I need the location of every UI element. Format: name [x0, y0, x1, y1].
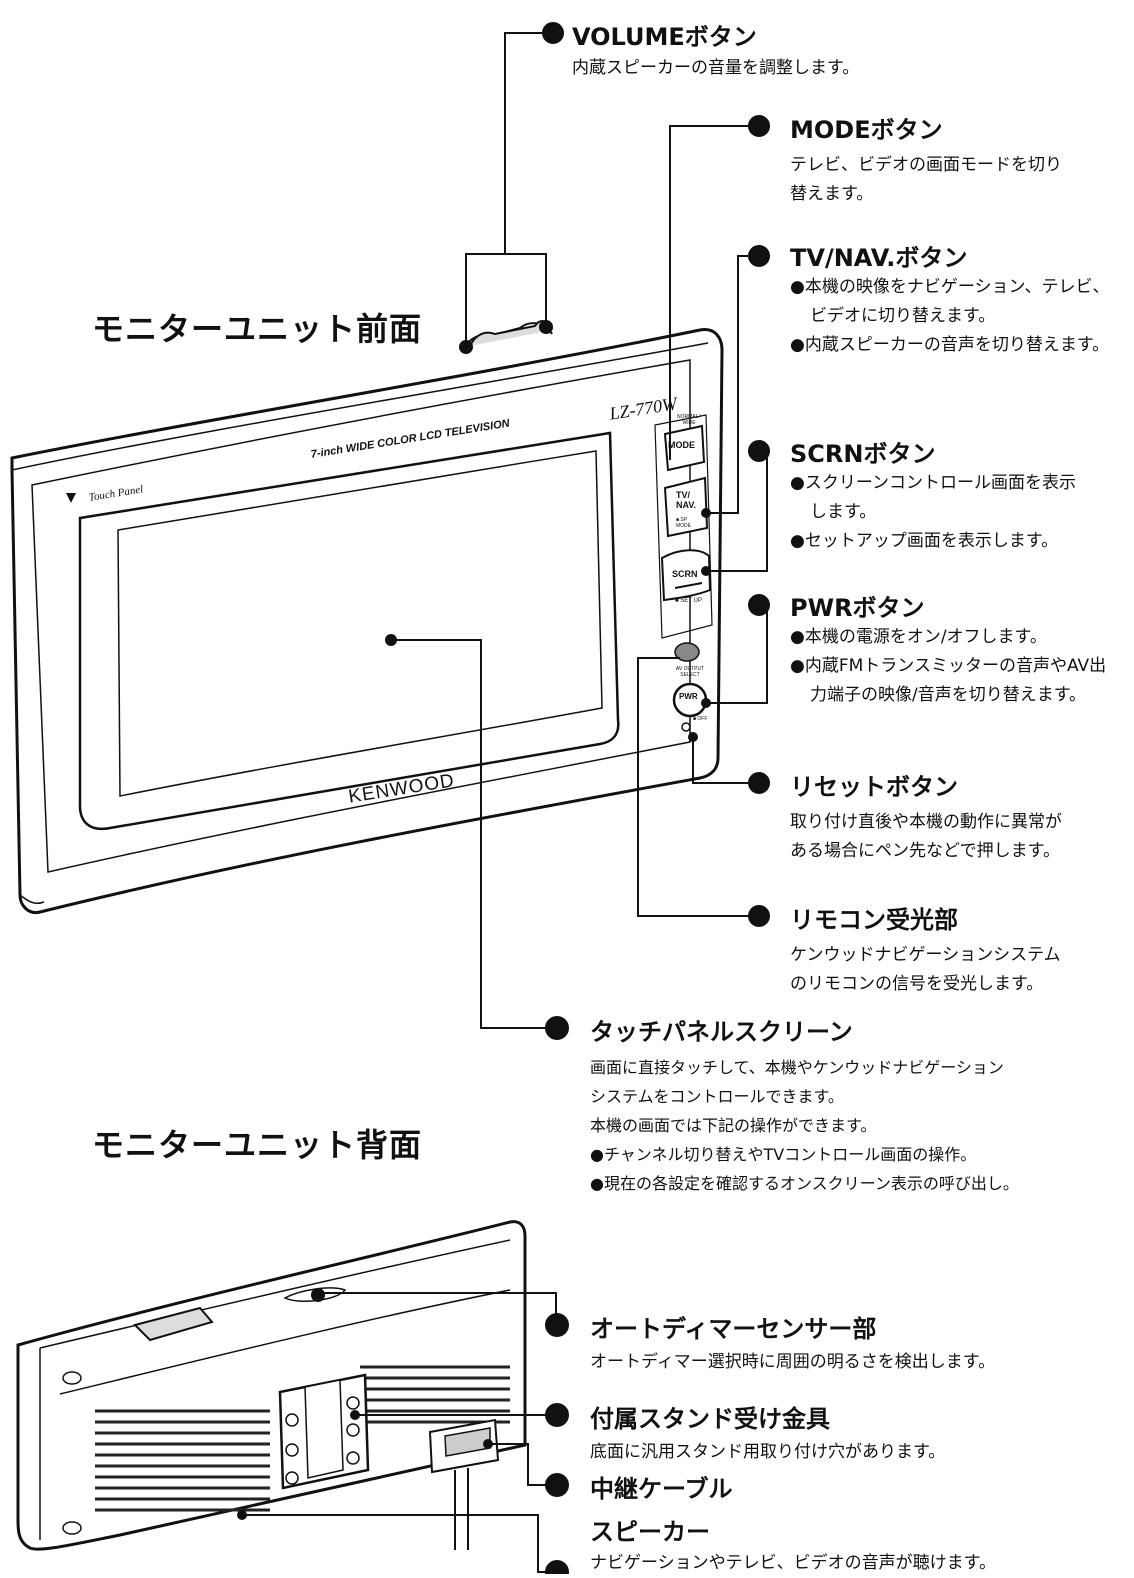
reset-desc-line: 取り付け直後や本機の動作に異常が	[790, 812, 1062, 832]
scrn-sub-label: ■ SET UP	[675, 598, 702, 604]
touch-desc-line: システムをコントロールできます。	[590, 1087, 844, 1106]
mode-button[interactable]: MODE	[668, 440, 695, 450]
bracket-desc-line: 底面に汎用スタンド用取り付け穴があります。	[590, 1442, 946, 1462]
scrn-bullet: ●セットアップ画面を表示します。	[790, 531, 1059, 551]
reset-callout: リセットボタン 取り付け直後や本機の動作に異常が ある場合にペン先などで押します…	[790, 767, 1062, 866]
pwr-button[interactable]: PWR	[679, 692, 698, 701]
dimmer-callout: オートディマーセンサー部 オートディマー選択時に周囲の明るさを検出します。	[590, 1309, 995, 1377]
mode-desc-line: テレビ、ビデオの画面モードを切り	[790, 155, 1062, 175]
remote-desc-line: ケンウッドナビゲーションシステム	[790, 945, 1061, 965]
reset-desc-line: ある場合にペン先などで押します。	[790, 841, 1060, 861]
pwr-title: PWRボタン	[790, 594, 925, 622]
speaker-desc-line: ナビゲーションやテレビ、ビデオの音声が聴けます。	[590, 1553, 996, 1573]
pwr-bullet: ●本機の電源をオン/オフします。	[790, 627, 1047, 647]
mode-callout: MODEボタン テレビ、ビデオの画面モードを切り 替えます。	[790, 110, 1062, 209]
touch-desc-line: 画面に直接タッチして、本機やケンウッドナビゲーション	[590, 1058, 1004, 1077]
touch-callout: タッチパネルスクリーン 画面に直接タッチして、本機やケンウッドナビゲーション シ…	[590, 1012, 1019, 1198]
tvnav-title: TV/NAV.ボタン	[790, 244, 968, 272]
scrn-button[interactable]: SCRN	[672, 569, 698, 579]
touch-desc-line: ●現在の各設定を確認するオンスクリーン表示の呼び出し。	[590, 1174, 1019, 1193]
volume-callout: VOLUMEボタン 内蔵スピーカーの音量を調整します。	[572, 17, 859, 83]
front-callout-lines	[385, 22, 770, 1040]
bracket-callout: 付属スタンド受け金具 底面に汎用スタンド用取り付け穴があります。	[590, 1399, 945, 1467]
pwr-callout: PWRボタン ●本機の電源をオン/オフします。 ●内蔵FMトランスミッターの音声…	[790, 588, 1120, 710]
cable-title: 中継ケーブル	[590, 1475, 733, 1503]
volume-desc-line: 内蔵スピーカーの音量を調整します。	[572, 58, 860, 78]
bracket-title: 付属スタンド受け金具	[590, 1405, 830, 1433]
pwr-bullet: ●内蔵FMトランスミッターの音声やAV出力端子の映像/音声を切り替えます。	[790, 656, 1107, 705]
reset-title: リセットボタン	[790, 773, 958, 801]
tvnav-button[interactable]: TV/ NAV.	[676, 490, 697, 510]
dimmer-desc-line: オートディマー選択時に周囲の明るさを検出します。	[590, 1352, 996, 1372]
tvnav-bullet: ●本機の映像をナビゲーション、テレビ、ビデオに切り替えます。	[790, 277, 1110, 326]
mode-title: MODEボタン	[790, 116, 943, 144]
tvnav-sub-label: ■ SP MODE	[676, 517, 691, 529]
touch-title: タッチパネルスクリーン	[590, 1018, 853, 1046]
tvnav-bullet: ●内蔵スピーカーの音声を切り替えます。	[790, 335, 1110, 355]
back-section-title: モニターユニット背面	[92, 1126, 423, 1164]
back-monitor-drawing	[16, 1220, 527, 1551]
av-output-label: AV OUTPUT SELECT	[675, 666, 705, 678]
scrn-callout: SCRNボタン ●スクリーンコントロール画面を表示します。 ●セットアップ画面を…	[790, 434, 1120, 556]
back-callout-lines	[237, 1292, 569, 1574]
front-section-title: モニターユニット前面	[92, 310, 423, 348]
tvnav-callout: TV/NAV.ボタン ●本機の映像をナビゲーション、テレビ、ビデオに切り替えます…	[790, 238, 1120, 360]
remote-title: リモコン受光部	[790, 906, 958, 934]
front-monitor-drawing	[10, 320, 724, 915]
scrn-bullet: ●スクリーンコントロール画面を表示します。	[790, 473, 1076, 522]
speaker-title: スピーカー	[590, 1518, 710, 1546]
speaker-callout: スピーカー ナビゲーションやテレビ、ビデオの音声が聴けます。	[590, 1512, 996, 1578]
volume-title: VOLUMEボタン	[572, 23, 757, 51]
remote-desc-line: のリモコンの信号を受光します。	[790, 974, 1044, 994]
cable-callout: 中継ケーブル	[590, 1469, 733, 1504]
pwr-sub-label: ■ OFF	[693, 716, 708, 722]
mode-top-label: NORMAL / WIDE	[677, 414, 701, 426]
remote-callout: リモコン受光部 ケンウッドナビゲーションシステム のリモコンの信号を受光します。	[790, 900, 1061, 999]
scrn-title: SCRNボタン	[790, 440, 936, 468]
mode-desc-line: 替えます。	[790, 184, 874, 204]
touch-desc-line: 本機の画面では下記の操作ができます。	[590, 1116, 877, 1135]
touch-desc-line: ●チャンネル切り替えやTVコントロール画面の操作。	[590, 1145, 977, 1164]
dimmer-title: オートディマーセンサー部	[590, 1315, 877, 1343]
